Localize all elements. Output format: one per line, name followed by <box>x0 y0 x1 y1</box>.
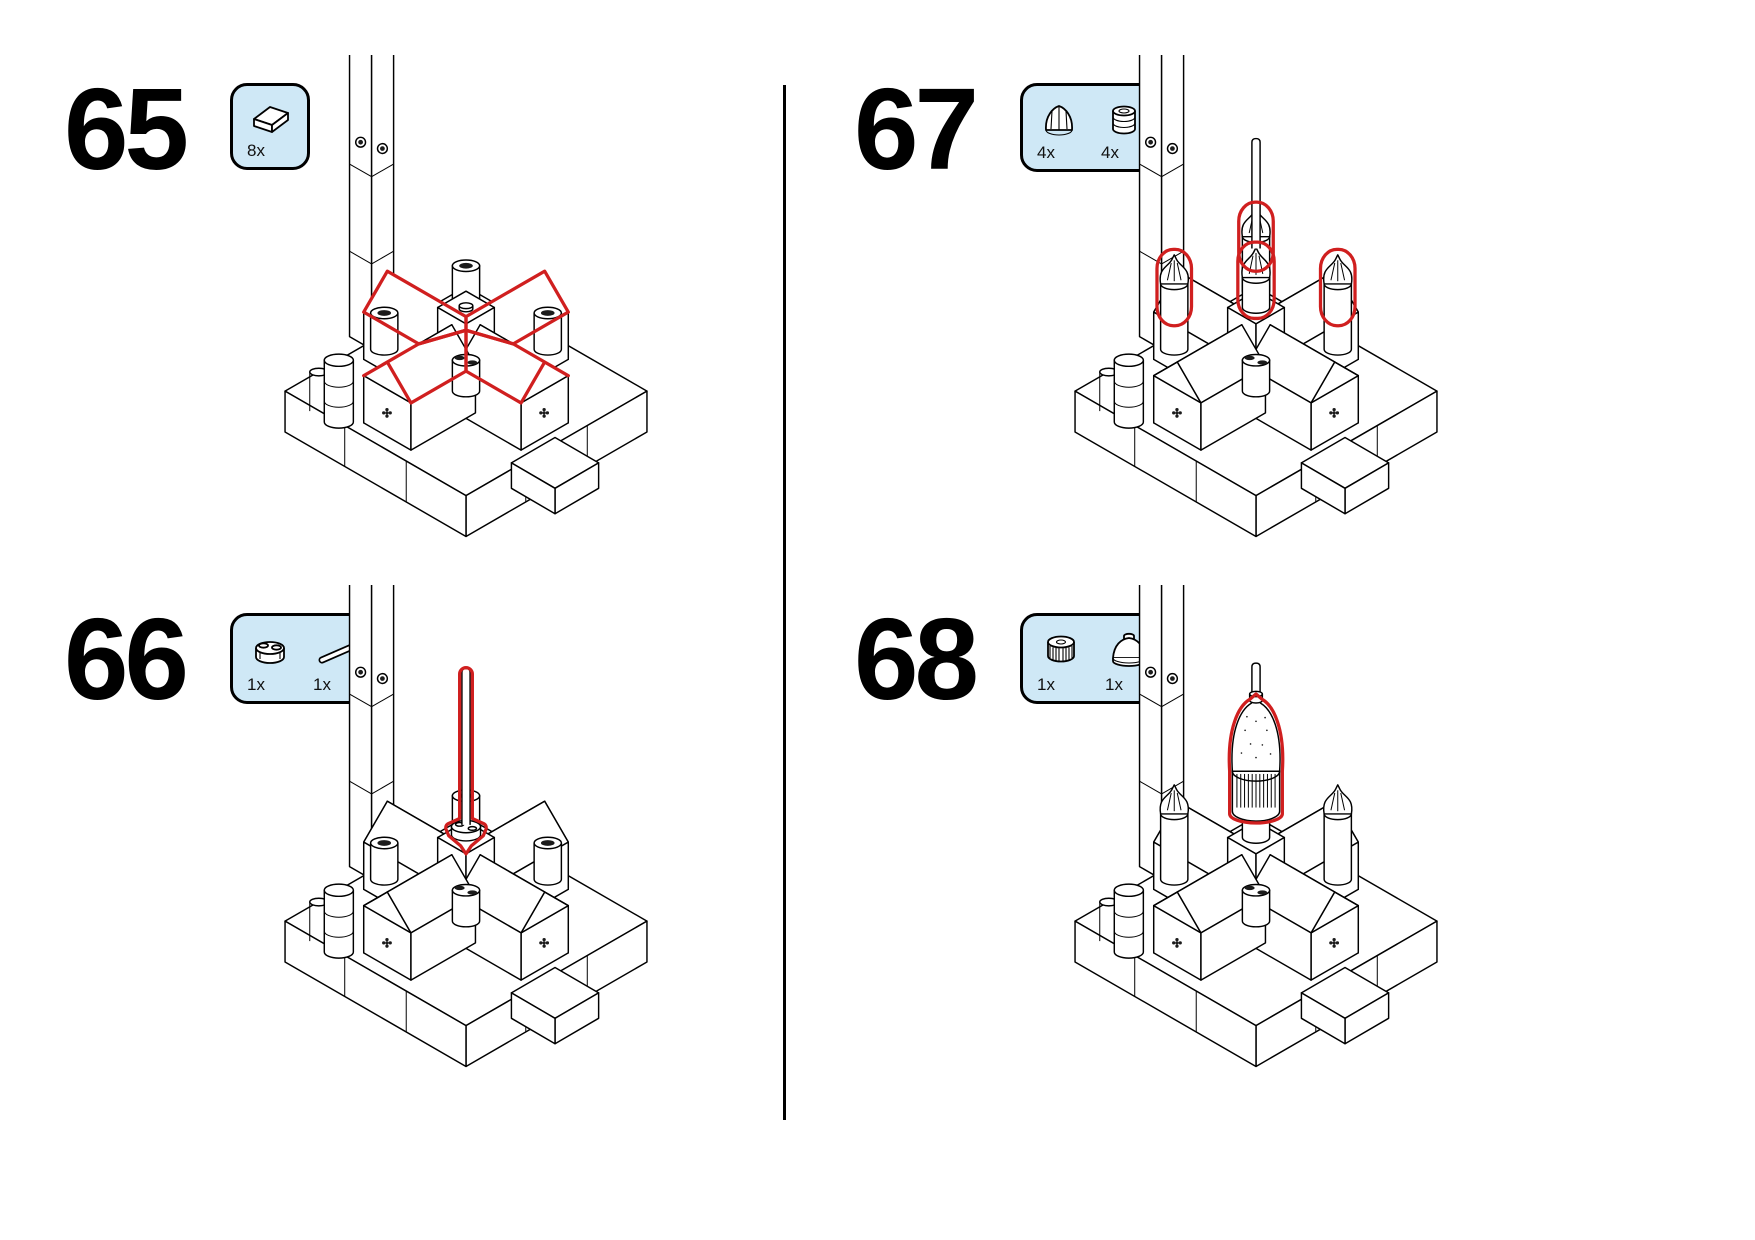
parts-callout: 8x <box>230 83 310 170</box>
step-65-panel: 65 8x <box>38 55 768 600</box>
part-item: 1x <box>1037 628 1085 695</box>
part-item: 1x <box>247 628 293 695</box>
column-divider <box>783 85 786 1120</box>
model-illustration <box>284 55 648 538</box>
part-item: 4x <box>1037 98 1081 163</box>
part-count: 4x <box>1037 143 1055 162</box>
part-item: 8x <box>247 98 293 161</box>
model-illustration <box>284 585 648 1068</box>
step-66-panel: 66 1x 1x <box>38 585 768 1130</box>
part-count: 1x <box>247 675 265 694</box>
dome-cone-icon <box>1045 105 1073 136</box>
slope-brick-icon <box>253 106 289 133</box>
model-illustration <box>1074 55 1438 538</box>
part-count: 8x <box>247 141 265 160</box>
step-number: 67 <box>854 64 979 194</box>
step-68-panel: 68 1x 1 <box>828 585 1558 1130</box>
part-count: 1x <box>313 675 331 694</box>
model-illustration <box>1074 585 1438 1068</box>
part-count: 4x <box>1101 143 1119 162</box>
part-count: 1x <box>1037 675 1055 694</box>
step-number: 66 <box>64 594 189 724</box>
round-plate-icon <box>255 641 285 664</box>
part-item: 4x <box>1101 98 1145 163</box>
part-count: 1x <box>1105 675 1123 694</box>
barrel-brick-icon <box>1112 105 1136 135</box>
step-number: 68 <box>854 594 979 724</box>
step-67-panel: 67 4x 4x <box>828 55 1558 600</box>
gear-wheel-icon <box>1047 635 1075 663</box>
step-number: 65 <box>64 64 189 194</box>
